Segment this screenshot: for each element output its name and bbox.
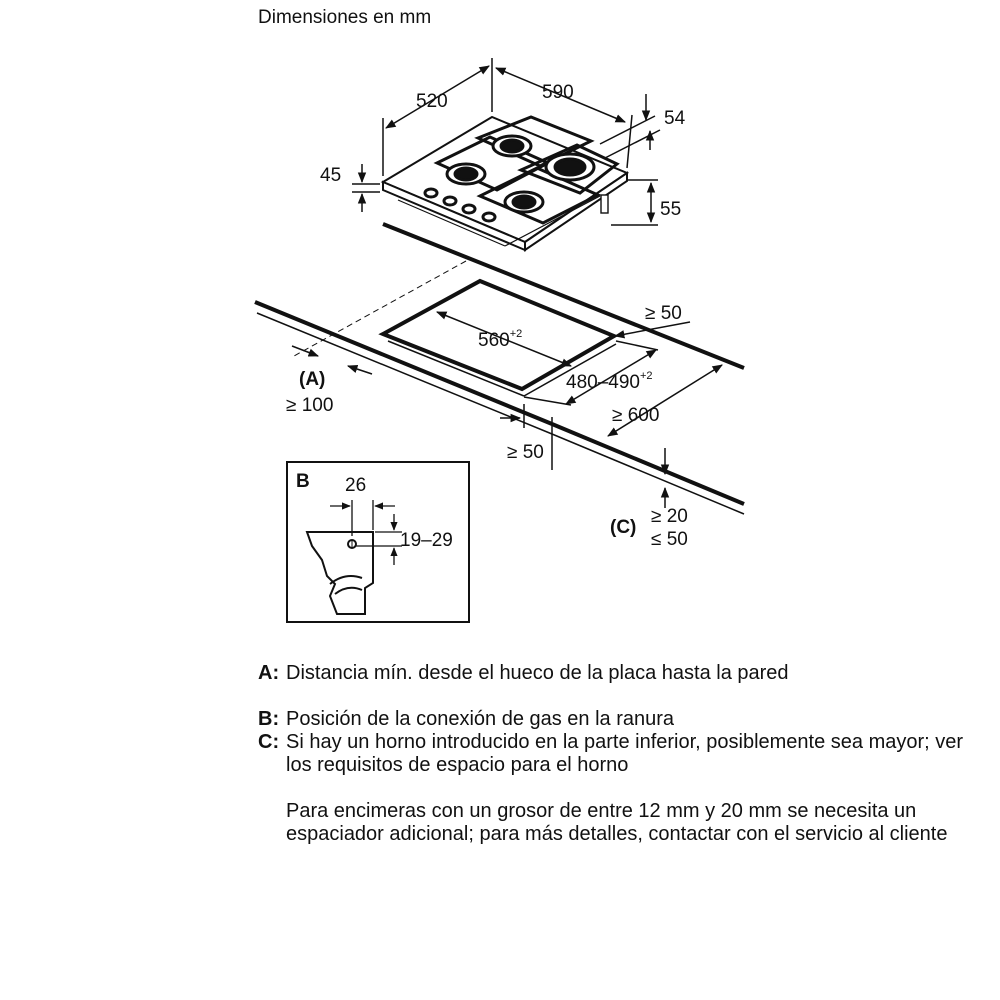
dim-45-label: 45 (320, 165, 341, 186)
depth-label: 520 (416, 91, 448, 112)
thickness-max-label: ≤ 50 (651, 529, 688, 550)
detail-b: B 26 19–29 (286, 461, 470, 623)
hob (380, 115, 630, 252)
wall-min-label: ≥ 100 (286, 395, 333, 416)
knob-3 (461, 203, 477, 215)
thickness-min-label: ≥ 20 (651, 506, 688, 527)
legend-notes: A: Distancia mín. desde el hueco de la p… (258, 662, 978, 846)
burner-rear-left (491, 134, 533, 158)
note-b-key: B: (258, 708, 280, 730)
detail-b-19-29-label: 19–29 (400, 530, 453, 551)
burner-wok (544, 152, 596, 182)
worktop-front-left-edge (254, 300, 553, 426)
note-c: C: Si hay un horno introducido en la par… (258, 731, 978, 777)
burner-front-left (445, 162, 487, 186)
note-a: A: Distancia mín. desde el hueco de la p… (258, 662, 978, 685)
back-distance-label: ≥ 50 (645, 303, 682, 324)
gas-connector (600, 194, 609, 214)
wall-label-a: (A) (299, 369, 325, 390)
burner-front-right (503, 190, 545, 214)
thickness-label-c: (C) (610, 517, 636, 538)
hob-dimension-lines (352, 58, 661, 226)
worktop-back-edge (382, 222, 745, 370)
note-c-key: C: (258, 731, 280, 753)
hob-dimension-labels: 590 520 54 45 55 (320, 82, 686, 220)
detail-b-label: B (296, 471, 310, 492)
control-knobs (423, 187, 497, 223)
knob-4 (481, 211, 497, 223)
note-c-text: Si hay un horno introducido en la parte … (286, 731, 964, 776)
detail-b-26-label: 26 (345, 475, 366, 496)
width-label: 590 (542, 82, 574, 103)
burners (445, 134, 596, 214)
worktop (254, 222, 745, 515)
worktop-dimension-lines (291, 311, 723, 508)
page-title: Dimensiones en mm (258, 7, 432, 28)
note-b-text: Posición de la conexión de gas en la ran… (286, 708, 675, 730)
note-extra: Para encimeras con un grosor de entre 12… (286, 800, 948, 845)
worktop-dimension-labels: 560+2 480–490+2 ≥ 50 ≥ 600 (A) ≥ 100 ≥ 5… (286, 303, 688, 550)
knob-2 (442, 195, 458, 207)
note-b: B: Posición de la conexión de gas en la … (258, 708, 978, 731)
dim-55-label: 55 (660, 199, 681, 220)
note-a-text: Distancia mín. desde el hueco de la plac… (286, 662, 789, 684)
installation-diagram: 590 520 54 45 55 (254, 58, 745, 623)
note-a-key: A: (258, 662, 280, 684)
worktop-front-right-edge (551, 422, 745, 506)
cutout-depth-label: 480–490+2 (566, 370, 653, 393)
dim-54-label: 54 (664, 108, 686, 129)
front-distance-label: ≥ 50 (507, 442, 544, 463)
knob-1 (423, 187, 439, 199)
cutout-width-label: 560+2 (478, 328, 522, 351)
depth-min-label: ≥ 600 (612, 405, 659, 426)
